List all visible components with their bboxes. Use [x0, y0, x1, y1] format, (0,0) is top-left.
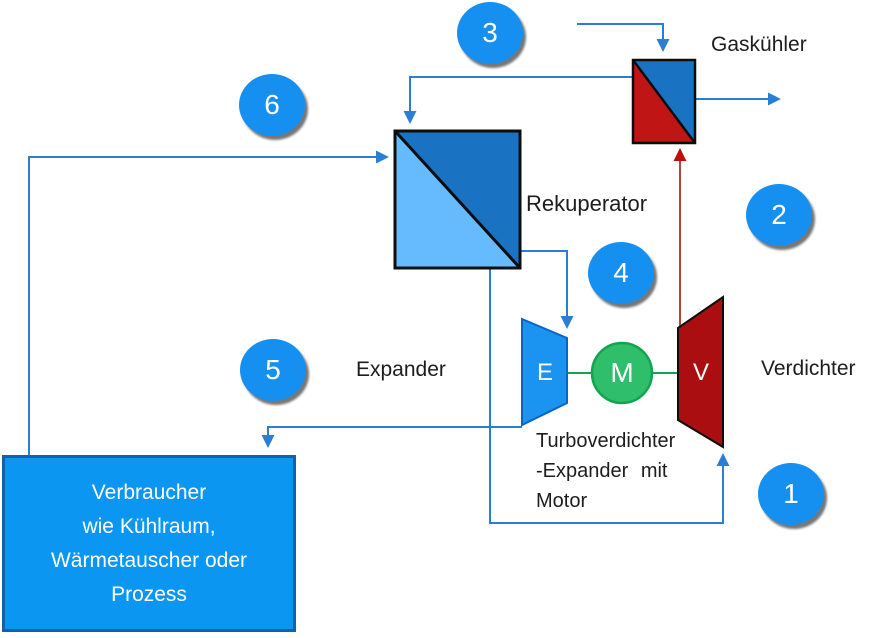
- consumer-line3: Wärmetauscher oder: [50, 548, 248, 572]
- compressor-shape: [677, 295, 724, 449]
- recuperator-to-compressor-line: [489, 268, 730, 524]
- coolant-inlet-line: [577, 23, 670, 52]
- state-marker-2: 2: [746, 184, 812, 246]
- expander-letter: E: [536, 359, 553, 386]
- consumer-line4: Prozess: [111, 582, 187, 606]
- turbo-caption-line2: -Expander mit: [536, 460, 668, 482]
- recuperator-diagonal: [393, 129, 522, 270]
- state-marker-4: 4: [588, 242, 654, 304]
- consumer-box: Verbraucher wie Kühlraum, Wärmetauscher …: [2, 455, 296, 632]
- consumer-to-recuperator-line: [28, 150, 389, 455]
- consumer-line1: Verbraucher: [91, 480, 207, 504]
- gas-cooler-to-recuperator-line: [403, 76, 633, 124]
- state-marker-1: 1: [758, 463, 824, 525]
- compressor-label: Verdichter: [761, 357, 856, 380]
- compressor-letter: V: [692, 359, 709, 386]
- gas-cooler-label: Gaskühler: [711, 33, 807, 56]
- recuperator-exchanger: [393, 129, 522, 270]
- state-marker-3: 3: [457, 2, 523, 64]
- state-marker-6: 6: [239, 74, 305, 136]
- state-marker-5: 5: [240, 339, 306, 401]
- recuperator-to-expander-line: [520, 250, 574, 329]
- turbo-caption-line3: Motor: [536, 490, 588, 512]
- expander-shape: [521, 317, 568, 427]
- gas-cooler-border: [631, 58, 697, 145]
- consumer-line2: wie Kühlraum,: [82, 514, 216, 538]
- turbo-caption-line1: Turboverdichter: [536, 430, 676, 452]
- gas-cooler-diagonal: [631, 59, 697, 144]
- gas-cooler-exchanger: [631, 58, 697, 145]
- turbo-unit-caption: Turboverdichter -Expander mit Motor: [536, 426, 675, 516]
- expander-label: Expander: [356, 358, 446, 381]
- motor-shape: [590, 341, 654, 405]
- recuperator-border: [393, 129, 522, 270]
- motor-letter: M: [610, 357, 634, 388]
- recuperator-label: Rekuperator: [526, 191, 648, 216]
- expander-to-consumer-line: [261, 426, 522, 448]
